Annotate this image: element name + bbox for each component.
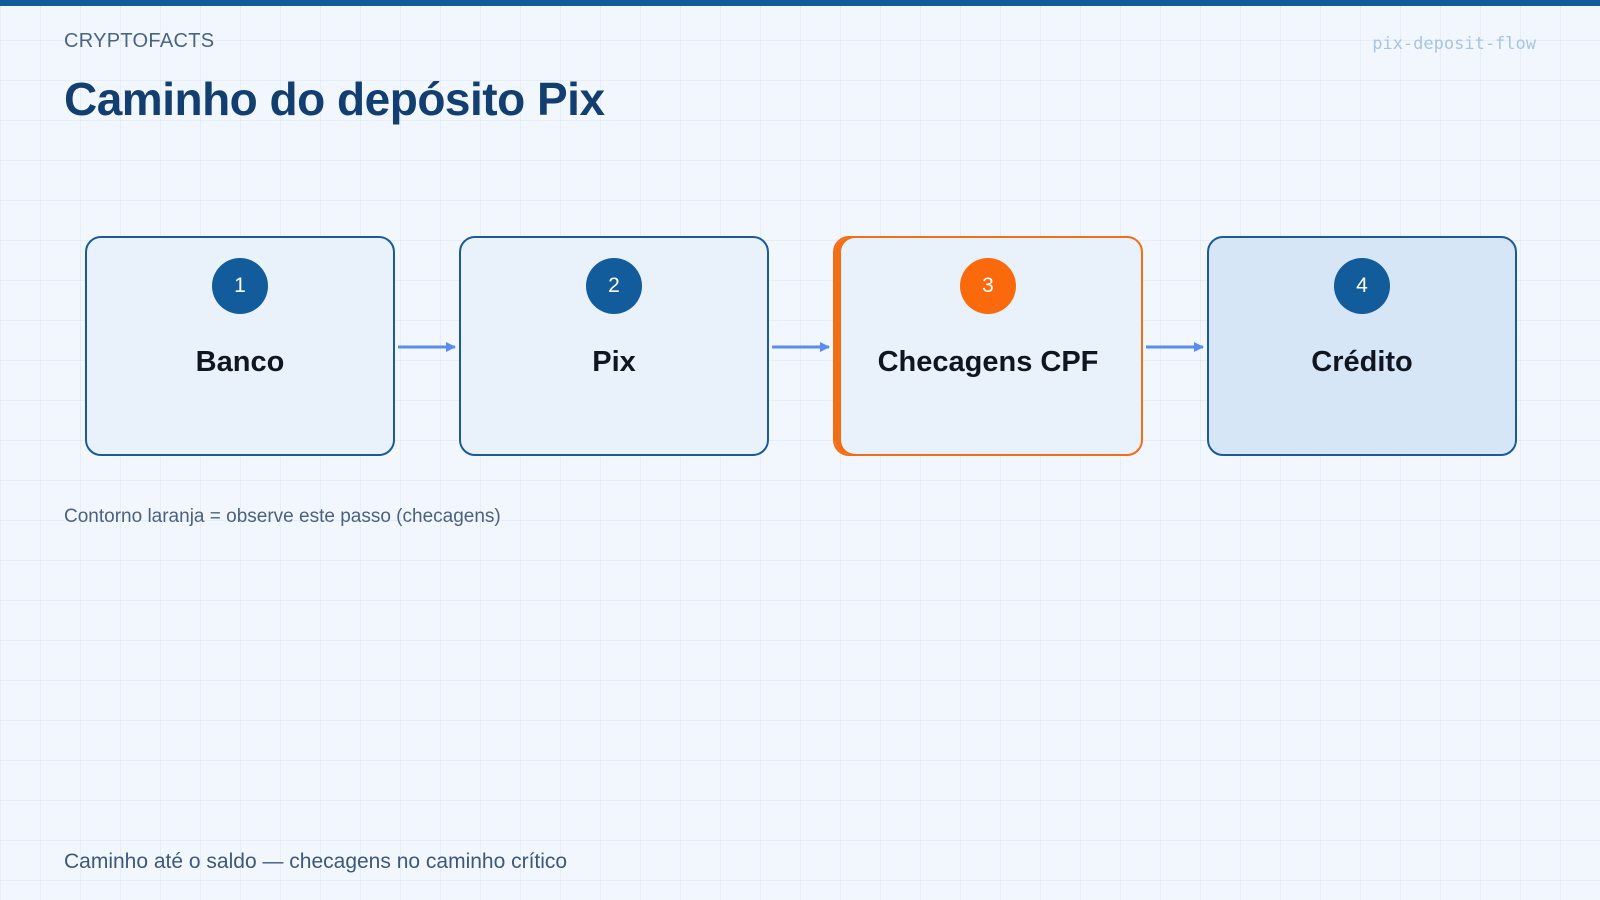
slide-slug: pix-deposit-flow (1372, 34, 1536, 54)
step-label: Crédito (1311, 346, 1413, 378)
flow-step-banco: 1 Banco (85, 236, 395, 456)
step-label: Pix (592, 346, 636, 378)
step-number-badge: 1 (212, 258, 268, 314)
legend-note: Contorno laranja = observe este passo (c… (64, 506, 501, 527)
flow-step-credito: 4 Crédito (1207, 236, 1517, 456)
flow-step-pix: 2 Pix (459, 236, 769, 456)
footer-caption: Caminho até o saldo — checagens no camin… (64, 850, 568, 873)
step-label: Checagens CPF (877, 346, 1099, 378)
step-number-badge: 3 (960, 258, 1016, 314)
step-label: Banco (195, 346, 285, 378)
step-number-badge: 2 (586, 258, 642, 314)
flow-step-checagens-cpf: 3 Checagens CPF (833, 236, 1143, 456)
top-accent-bar (0, 0, 1600, 6)
step-number-badge: 4 (1334, 258, 1390, 314)
brand-label: CRYPTOFACTS (64, 30, 215, 52)
page-title: Caminho do depósito Pix (64, 73, 605, 125)
